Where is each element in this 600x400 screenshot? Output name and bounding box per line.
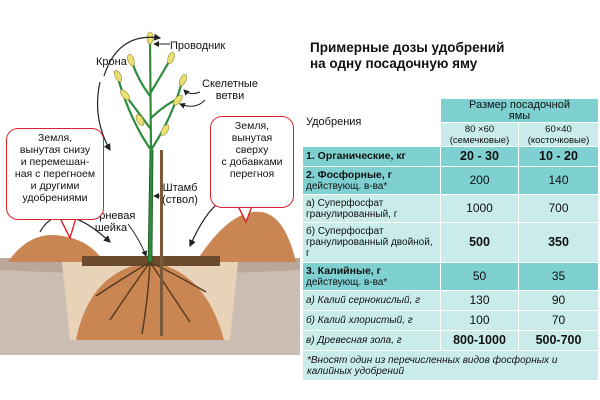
skeletal-pointer [183,89,201,96]
row-value-pome: 130 [440,290,519,311]
table-row: 3. Калийные, г действующ. в-ва* 50 35 [302,262,600,291]
row-value-pome: 20 - 30 [440,146,519,167]
row-value-stone: 10 - 20 [517,146,600,167]
header-pit-size: Размер посадочной ямы [439,98,600,123]
row-label-cell: 3. Калийные, г действующ. в-ва* [302,262,441,291]
header-stone: 60×40 (косточковые) [517,122,600,147]
row-label: б) Калий хлористый, г [302,310,441,331]
table-row: а) Калий сернокислый, г 130 90 [302,290,600,311]
table-footnote: *Вносят один из перечисленных видов фосф… [301,350,600,381]
table-title: Примерные дозы удобрений на одну посадоч… [310,40,504,72]
header-stone-type: (косточковые) [527,134,590,146]
header-stone-size: 60×40 [545,123,572,135]
row-value-pome: 50 [440,262,519,291]
callout-line: и перемешан- [20,156,90,168]
callout-line: с добавками [221,156,283,168]
callout-line: Земля, [37,132,73,144]
row-label: 3. Калийные, г [306,264,381,277]
row-label: 2. Фосфорные, г [306,168,392,181]
row-value-pome: 500 [440,222,519,263]
planting-diagram [0,31,300,355]
header-pome-size: 80 ×60 [464,123,495,135]
fertilizer-table-panel: Примерные дозы удобрений на одну посадоч… [301,30,600,381]
row-value-stone: 35 [517,262,600,291]
row-sublabel: гранулированный двойной, г [306,237,433,259]
left-soil-heap [8,235,104,262]
row-label: в) Древесная зола, г [302,330,441,351]
row-value-pome: 200 [440,166,519,195]
row-value-pome: 800-1000 [440,330,519,351]
row-value-pome: 100 [440,310,519,331]
row-label: а) Калий сернокислый, г [302,290,441,311]
row-sublabel: действующ. в-ва* [306,180,388,192]
row-value-stone: 350 [517,222,600,263]
skeletal-pointer-2 [179,99,206,109]
row-label: б) Суперфосфат [306,226,384,237]
label-stem-line2: (ствол) [162,194,198,206]
row-sublabel: гранулированный, г [306,208,398,220]
callout-line: перегноя [229,168,275,180]
label-skeletal-line2: ветви [215,90,245,102]
row-label-cell: 2. Фосфорные, г действующ. в-ва* [302,166,441,195]
header-fertilizer: Удобрения [302,98,441,147]
label-stem: Штамб (ствол) [160,182,200,206]
trunk [147,149,154,263]
support-stake [160,150,163,336]
callout-bottom-soil: Земля, вынутая снизу и перемешан- ная с … [6,128,104,220]
row-label: 1. Органические, кг [302,146,441,167]
label-crown: Крона [96,56,127,68]
row-label-cell: б) Суперфосфат гранулированный двойной, … [302,222,441,263]
table-row: в) Древесная зола, г 800-1000 500-700 [302,330,600,351]
callout-line: удобрениями [22,192,88,204]
table-title-line1: Примерные дозы удобрений [310,40,505,55]
table-row: б) Калий хлористый, г 100 70 [302,310,600,331]
header-pit-size-line2: ямы [508,109,531,122]
header-pit-size-line1: Размер посадочной [469,98,570,111]
table-row: 2. Фосфорные, г действующ. в-ва* 200 140 [302,166,600,195]
fertilizer-table: Удобрения Размер посадочной ямы 80 ×60 (… [301,98,600,381]
crown-arc-left [96,81,111,152]
label-skeletal-branches: Скелетные ветви [200,78,260,102]
row-label: а) Суперфосфат [306,197,384,209]
label-skeletal-line1: Скелетные [202,78,258,90]
row-value-stone: 70 [517,310,600,331]
row-sublabel: действующ. в-ва* [306,276,388,288]
callout-top-soil: Земля, вынутая сверху с добавками перегн… [210,116,294,208]
callout-line: сверху [235,144,269,156]
left-bubble-tail [58,217,77,240]
header-pome-type: (семечковые) [449,134,510,146]
row-value-stone: 700 [517,194,600,223]
table-row: 1. Органические, кг 20 - 30 10 - 20 [302,146,600,167]
callout-line: вынутая снизу [19,144,91,156]
crown-arc [103,33,162,77]
label-stem-line1: Штамб [162,182,198,194]
roots [95,261,207,335]
label-rootneck-line2: шейка [94,222,128,234]
callout-line: вынутая [231,132,273,144]
table-row: а) Суперфосфат гранулированный, г 1000 7… [302,194,600,223]
header-pome: 80 ×60 (семечковые) [440,122,519,147]
label-leader: Проводник [170,40,226,52]
rootneck-pointer [127,223,148,257]
right-soil-heap [196,211,296,262]
leaves [113,31,188,136]
row-value-stone: 140 [517,166,600,195]
callout-line: ная с перегноем [14,168,96,180]
callout-line: и другими [30,180,80,192]
row-value-stone: 90 [517,290,600,311]
row-label-cell: а) Суперфосфат гранулированный, г [302,194,441,223]
table-row-footnote: *Вносят один из перечисленных видов фосф… [301,350,600,381]
row-value-stone: 500-700 [517,330,600,351]
callout-line: Земля, [234,120,270,132]
row-value-pome: 1000 [440,194,519,223]
table-title-line2: на одну посадочную яму [310,56,478,71]
table-row: б) Суперфосфат гранулированный двойной, … [302,222,600,263]
